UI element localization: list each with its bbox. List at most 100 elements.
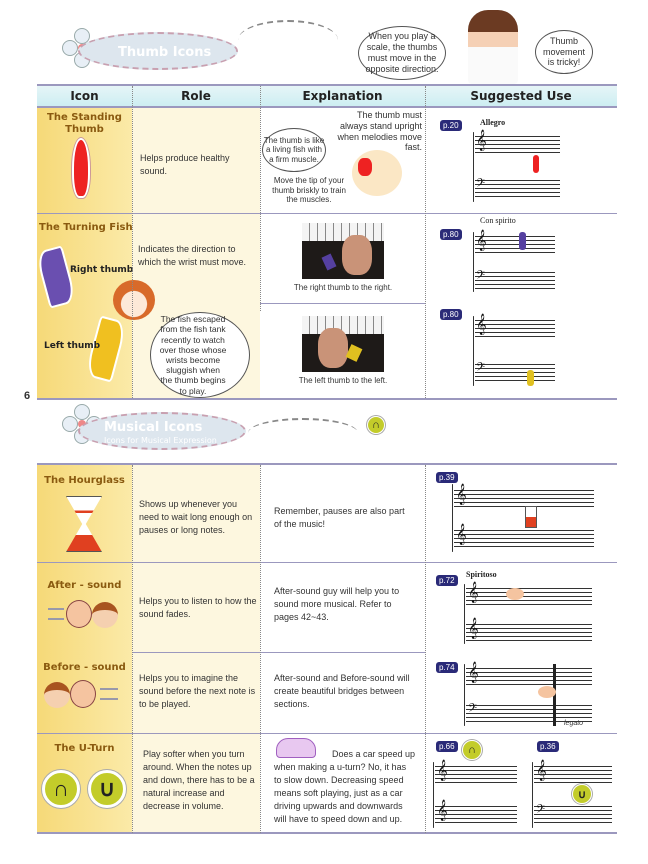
treble-clef-icon: 𝄞 <box>476 230 487 251</box>
bass-staff <box>475 364 555 381</box>
page-ref-badge: p.74 <box>436 662 458 673</box>
u-turn-down-icon: ∩ <box>42 770 80 808</box>
treble-clef-icon: 𝄞 <box>476 314 487 335</box>
role-text: Helps you to listen to how the sound fad… <box>139 596 257 620</box>
dashed-path <box>238 20 338 60</box>
u-turn-in-score-icon: ∩ <box>462 740 482 760</box>
explanation-bubble: The thumb is like a living fish with a f… <box>262 128 326 172</box>
bass-staff <box>475 180 560 197</box>
icon-name: After - sound <box>47 580 122 591</box>
treble-staff <box>466 668 592 685</box>
page-ref-badge: p.36 <box>537 741 559 752</box>
header-icon: Icon <box>70 89 99 103</box>
u-turn-in-score-icon: ∪ <box>572 784 592 804</box>
role-text: Helps produce healthy sound. <box>140 153 230 177</box>
treble-staff <box>454 530 594 547</box>
staff-brace <box>464 584 465 644</box>
treble-staff <box>435 806 517 823</box>
icon-name: The Hourglass <box>44 475 125 486</box>
u-turn-icon: ∩ <box>367 416 385 434</box>
column-divider <box>425 86 426 398</box>
role-text: Helps you to imagine the sound before th… <box>139 673 256 710</box>
bass-clef-icon: 𝄢 <box>476 269 486 285</box>
divider <box>37 213 617 214</box>
bass-clef-icon: 𝄢 <box>476 177 486 193</box>
treble-staff <box>475 320 555 337</box>
column-divider <box>260 465 261 833</box>
staff-brace <box>473 316 474 386</box>
role-text: Shows up whenever you need to wait long … <box>139 499 253 536</box>
hourglass-in-score <box>525 506 537 528</box>
section-banner-musical-icons <box>78 412 246 450</box>
fish-bubble: The fish escaped from the fish tank rece… <box>150 312 250 398</box>
section-title: Musical Icons <box>104 420 203 435</box>
section-subtitle: Icons for Musical Expression <box>104 436 217 445</box>
photo-caption: The right thumb to the right. <box>293 283 393 292</box>
right-thumb-label: Right thumb <box>70 265 134 275</box>
photo-caption: The left thumb to the left. <box>298 376 388 385</box>
treble-clef-icon: 𝄞 <box>468 582 479 603</box>
bass-staff <box>466 705 592 722</box>
explanation-text: The thumb must always stand upright when… <box>337 110 422 153</box>
icon-name: The U-Turn <box>54 743 115 754</box>
column-divider <box>260 86 261 311</box>
divider <box>37 733 617 734</box>
teacher-illustration <box>468 10 518 84</box>
staff-brace <box>464 664 465 726</box>
right-fish-in-score <box>519 232 526 250</box>
treble-clef-icon: 𝄞 <box>536 760 547 781</box>
staff-brace <box>473 132 474 202</box>
icon-name: Before - sound <box>43 662 126 673</box>
after-sound-icon <box>48 600 124 628</box>
divider <box>37 84 617 86</box>
bass-clef-icon: 𝄢 <box>468 702 478 718</box>
page-ref-badge: p.80 <box>440 309 462 320</box>
explanation-text: After-sound and Before-sound will create… <box>274 673 410 710</box>
tempo-marking: Allegro <box>480 118 506 127</box>
bass-clef-icon: 𝄢 <box>536 803 546 819</box>
column-divider <box>132 86 133 398</box>
after-sound-in-score <box>506 588 524 600</box>
staff-brace <box>452 484 453 552</box>
car-icon <box>276 738 316 758</box>
divider <box>37 106 617 108</box>
explanation-text: Remember, pauses are also part of the mu… <box>274 506 405 530</box>
dashed-path <box>248 418 358 448</box>
treble-staff <box>466 588 592 605</box>
staff-brace <box>433 762 434 828</box>
treble-staff <box>475 136 560 153</box>
page-ref-badge: p.80 <box>440 229 462 240</box>
tempo-marking: Spiritoso <box>466 570 497 579</box>
treble-staff <box>534 766 612 783</box>
red-thumb-mark <box>358 158 372 176</box>
divider <box>37 562 617 563</box>
treble-clef-icon: 𝄞 <box>437 800 448 821</box>
icon-name: The Standing Thumb <box>47 112 122 135</box>
left-thumb-label: Left thumb <box>44 341 101 351</box>
explanation-text: After-sound guy will help you to sound m… <box>274 586 400 623</box>
bass-staff <box>534 806 612 823</box>
divider <box>37 398 617 400</box>
divider <box>37 832 617 834</box>
thumb-icon-in-score <box>533 155 539 173</box>
speech-bubble-main: When you play a scale, the thumbs must m… <box>358 26 446 80</box>
explanation-text: Move the tip of your thumb briskly to tr… <box>272 176 346 205</box>
treble-clef-icon: 𝄞 <box>468 662 479 683</box>
staff-brace <box>532 762 533 828</box>
standing-thumb-fish-icon <box>72 138 90 198</box>
staff-brace <box>473 232 474 292</box>
bass-clef-icon: 𝄢 <box>476 361 486 377</box>
table-header: Icon Role Explanation Suggested Use <box>37 86 617 106</box>
column-divider <box>132 465 133 833</box>
bass-staff <box>475 272 555 289</box>
section-banner-thumb-icons <box>78 32 238 70</box>
section-title: Thumb Icons <box>118 45 212 60</box>
icon-name: The Turning Fish <box>39 222 133 233</box>
page-number: 6 <box>24 390 31 402</box>
role-text: Play softer when you turn around. When t… <box>143 749 255 812</box>
treble-staff <box>454 490 594 507</box>
treble-staff <box>466 624 592 641</box>
treble-staff <box>475 236 555 253</box>
role-text: Indicates the direction to which the wri… <box>138 244 247 268</box>
treble-clef-icon: 𝄞 <box>476 130 487 151</box>
